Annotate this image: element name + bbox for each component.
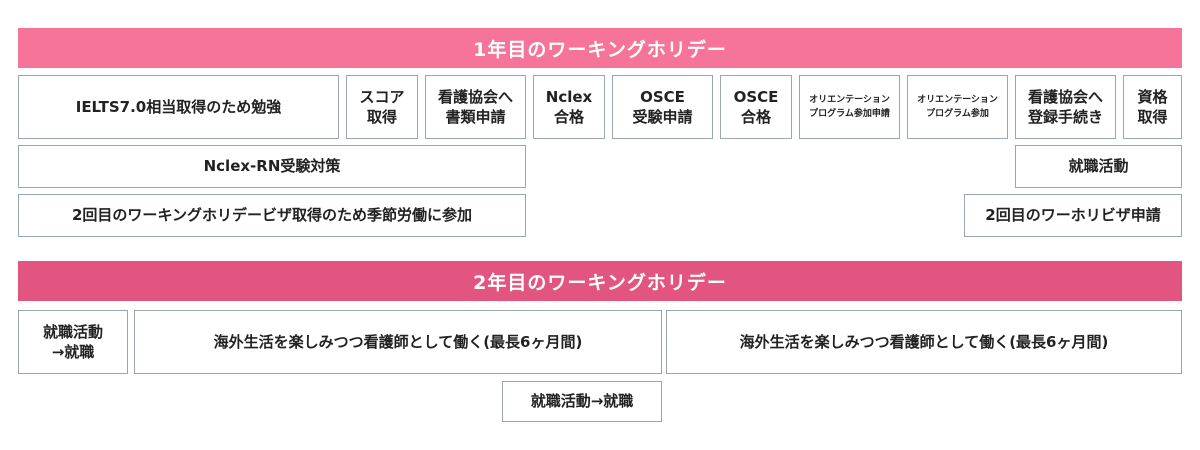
orientation-participation-box: オリエンテーション プログラム参加: [907, 75, 1008, 139]
nclex-prep-box: Nclex-RN受験対策: [18, 145, 526, 188]
nursing-association-application-box: 看護協会へ 書類申請: [425, 75, 526, 139]
ielts-study-box: IELTS7.0相当取得のため勉強: [18, 75, 339, 139]
score-acquisition-box: スコア 取得: [346, 75, 418, 139]
osce-application-box: OSCE 受験申請: [612, 75, 713, 139]
osce-pass-box: OSCE 合格: [720, 75, 792, 139]
job-to-employment-bottom-box: 就職活動→就職: [502, 381, 662, 422]
year1-banner: 1年目のワーキングホリデー: [18, 28, 1182, 68]
work-abroad-box-1: 海外生活を楽しみつつ看護師として働く(最長6ヶ月間): [134, 310, 662, 374]
seasonal-work-box: 2回目のワーキングホリデービザ取得のため季節労働に参加: [18, 194, 526, 237]
nclex-pass-box: Nclex 合格: [533, 75, 605, 139]
license-acquisition-box: 資格 取得: [1123, 75, 1182, 139]
orientation-application-box: オリエンテーション プログラム参加申請: [799, 75, 900, 139]
work-abroad-box-2: 海外生活を楽しみつつ看護師として働く(最長6ヶ月間): [666, 310, 1182, 374]
job-hunting-box: 就職活動: [1015, 145, 1182, 188]
year2-banner: 2年目のワーキングホリデー: [18, 261, 1182, 301]
second-visa-application-box: 2回目のワーホリビザ申請: [964, 194, 1182, 237]
job-to-employment-box: 就職活動 →就職: [18, 310, 128, 374]
nursing-association-registration-box: 看護協会へ 登録手続き: [1015, 75, 1116, 139]
